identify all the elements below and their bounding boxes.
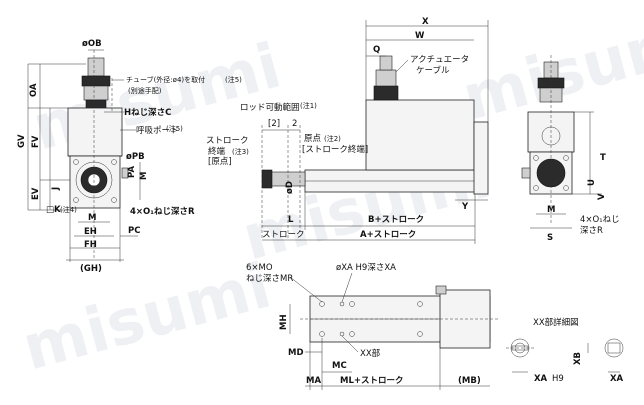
dim-FH: FH (84, 240, 97, 250)
dim-XA-detail: XA (534, 374, 548, 384)
dim-FV: FV (31, 135, 41, 148)
dim-Q: Q (373, 45, 380, 55)
svg-text:(注4): (注4) (60, 205, 77, 214)
origin-note: 原点 (304, 134, 322, 144)
end-o1-note: 4×O₁ねじ (580, 215, 620, 225)
end-view: T U V M S 4×O₁ねじ 深さR (521, 55, 620, 243)
dim-X: X (422, 17, 429, 27)
svg-text:H9: H9 (552, 374, 564, 384)
dim-V: V (597, 193, 607, 200)
dim-T: T (600, 153, 606, 163)
dim-B-stroke: B+ストローク (368, 214, 424, 225)
stroke-end-note: ストローク (206, 136, 249, 146)
dim-ML-stroke: ML+ストローク (340, 375, 404, 386)
dim-M-end: M (547, 205, 555, 215)
dim-L: L (288, 215, 294, 225)
dim-S: S (547, 233, 553, 243)
tube-note: チューブ(外径:ø4)を取付 (126, 75, 205, 84)
dim-M-side: M (139, 172, 149, 180)
breath-port-note: 呼吸ポート (136, 125, 179, 136)
svg-text:(注1): (注1) (300, 101, 317, 110)
motor-block-side (365, 99, 475, 171)
dim-MD: MD (288, 348, 304, 358)
dim-MC: MC (332, 361, 347, 371)
dim-XA-right: XA (610, 374, 624, 384)
svg-text:(別途手配): (別途手配) (128, 86, 162, 95)
dim-MH: MH (279, 314, 289, 330)
top-view: 6×MO ねじ深さMR øXA H9深さXA MH MD XX部 MC MA M… (246, 263, 498, 390)
svg-text:(注2): (注2) (324, 134, 341, 143)
dim-J: J (51, 187, 61, 191)
dim-OA: OA (29, 83, 39, 97)
dim-MB: (MB) (458, 376, 481, 386)
side-view: X W Q アクチュエータ ケーブル ロッド可動範囲 (注1) [2] 2 スト… (206, 17, 489, 244)
svg-text:ケーブル: ケーブル (416, 65, 450, 76)
svg-text:(注3): (注3) (232, 147, 249, 156)
range-bracket-2: [2] (268, 119, 280, 129)
xx-part-label: XX部 (360, 348, 381, 359)
svg-text:misumi: misumi (15, 249, 278, 385)
dim-stroke: ストローク (262, 230, 305, 240)
dim-PA: PA (127, 166, 137, 178)
front-view: OA GV FV EV J øOB M EH FH (GH) PC □K (注4… (17, 39, 242, 274)
dim-PC: PC (128, 226, 140, 236)
dim-A-stroke: A+ストローク (360, 229, 416, 240)
svg-text:終端: 終端 (208, 146, 226, 157)
svg-text:(注5): (注5) (166, 124, 183, 133)
mo-note: 6×MO (246, 263, 273, 273)
svg-text:misumi: misumi (25, 29, 288, 165)
detail-title: XX部詳細図 (533, 317, 579, 328)
dim-Y: Y (461, 202, 469, 212)
dim-MA: MA (306, 376, 321, 386)
dim-W: W (415, 31, 425, 41)
h-screw-note: Hねじ深さC (124, 107, 171, 118)
dim-D: øD (285, 181, 295, 194)
dim-XB: XB (573, 352, 583, 365)
range-2: 2 (292, 119, 297, 129)
dim-PB: øPB (126, 152, 145, 162)
dim-O1R: 4×O₁ねじ深さR (130, 206, 195, 217)
dim-EH: EH (84, 227, 97, 237)
svg-text:[原点]: [原点] (208, 157, 232, 167)
svg-text:ねじ深さMR: ねじ深さMR (246, 274, 293, 284)
svg-text:(注5): (注5) (225, 75, 242, 84)
rod-range-note: ロッド可動範囲 (240, 102, 300, 113)
detail-view: XX部詳細図 XB XA H9 XA (506, 317, 624, 384)
dim-GV: GV (17, 134, 27, 148)
xa-h9-note: øXA H9深さXA (336, 263, 396, 273)
dim-M-front: M (88, 213, 96, 223)
svg-text:[ストローク終端]: [ストローク終端] (302, 144, 368, 155)
dim-GH: (GH) (80, 264, 102, 274)
dim-K: □K (46, 205, 61, 215)
dim-EV: EV (31, 187, 41, 200)
actuator-cable-note: アクチュエータ (410, 55, 469, 65)
svg-text:深さR: 深さR (580, 226, 603, 236)
dim-OB: øOB (82, 39, 102, 49)
cable-connector (87, 57, 105, 77)
dim-U: U (587, 179, 597, 186)
actuator-body-front (67, 107, 123, 157)
